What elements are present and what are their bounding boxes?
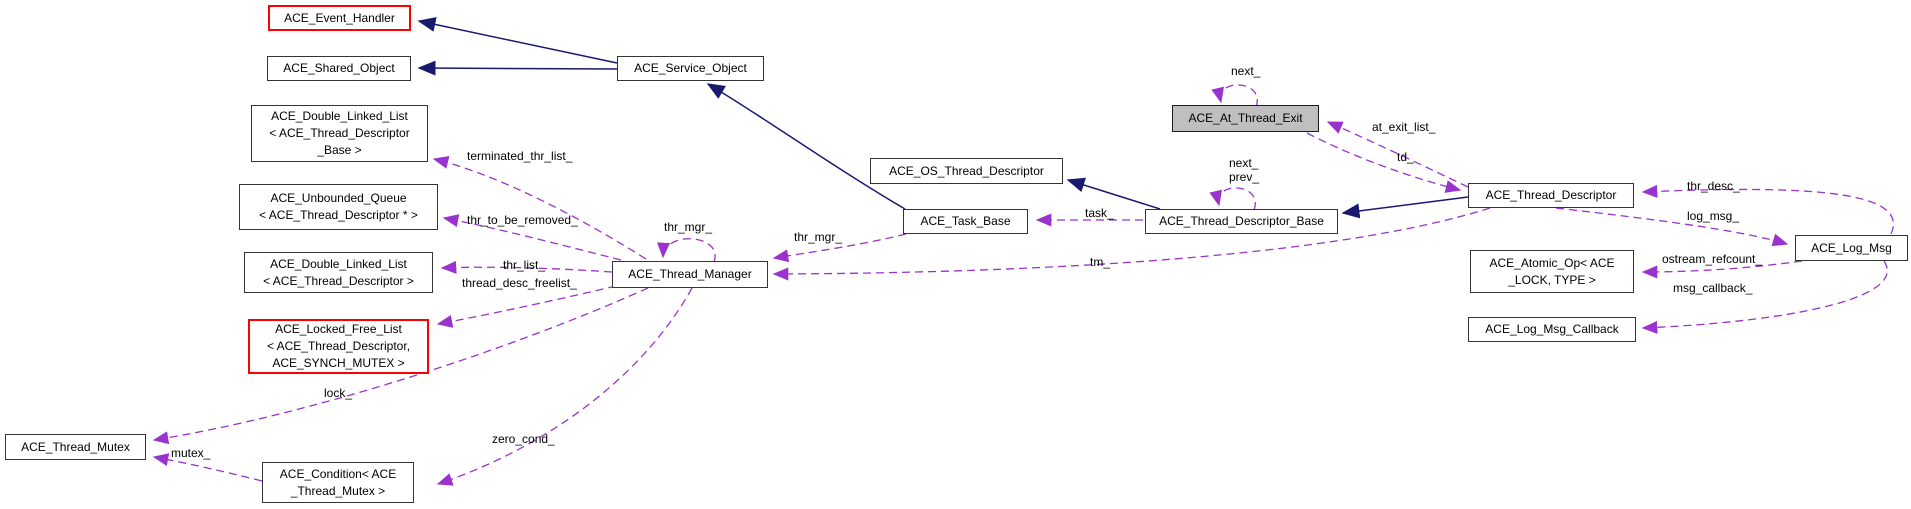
- node-label: < ACE_Thread_Descriptor * >: [259, 208, 418, 222]
- node-label: ACE_Service_Object: [634, 61, 747, 75]
- edge-thr-mgr: [772, 233, 907, 263]
- edge-label-td: td_: [1397, 150, 1414, 164]
- node-label: < ACE_Thread_Descriptor,: [266, 339, 411, 353]
- edge-label-tdbase-prev: prev_: [1229, 170, 1260, 184]
- node-ace-thread-mutex[interactable]: ACE_Thread_Mutex: [5, 434, 146, 460]
- node-label: _Base >: [317, 143, 362, 157]
- node-label: ACE_Thread_Descriptor_Base: [1159, 214, 1324, 228]
- edge-log-msg: [1555, 207, 1789, 247]
- edge-tm: [772, 207, 1491, 281]
- node-label: ACE_Thread_Manager: [628, 267, 752, 281]
- edge-label-ostream-refcount: ostream_refcount_: [1662, 252, 1763, 266]
- node-ace-thread-descriptor[interactable]: ACE_Thread_Descriptor: [1468, 183, 1634, 208]
- node-ace-unbounded-queue[interactable]: ACE_Unbounded_Queue < ACE_Thread_Descrip…: [239, 184, 438, 230]
- node-ace-at-thread-exit[interactable]: ACE_At_Thread_Exit: [1172, 105, 1319, 132]
- edge-thr-desc: [1641, 184, 1894, 235]
- edge-thr-to-be-removed: [442, 214, 622, 261]
- node-ace-shared-object[interactable]: ACE_Shared_Object: [267, 56, 411, 81]
- edge-at-exit-next-loop: [1211, 84, 1258, 108]
- edge-inherit-service-to-shared-object: [417, 60, 618, 76]
- edge-inherit-service-to-event-handler: [417, 17, 618, 64]
- node-label: ACE_Double_Linked_List: [270, 256, 407, 271]
- edge-lock: [152, 287, 649, 445]
- node-label: ACE_Log_Msg: [1811, 240, 1892, 255]
- node-label: ACE_Condition< ACE: [279, 466, 397, 481]
- edge-label-tm: tm_: [1090, 255, 1111, 269]
- node-ace-thread-descriptor-base[interactable]: ACE_Thread_Descriptor_Base: [1145, 209, 1338, 234]
- node-label: < ACE_Thread_Descriptor >: [263, 273, 414, 288]
- node-ace-log-msg[interactable]: ACE_Log_Msg: [1795, 235, 1908, 261]
- node-label: < ACE_Thread_Descriptor: [269, 126, 410, 140]
- edge-label-terminated-thr-list: terminated_thr_list_: [467, 149, 573, 163]
- node-label: ACE_At_Thread_Exit: [1188, 111, 1303, 125]
- node-label: ACE_Unbounded_Queue: [270, 191, 407, 205]
- edge-mutex: [152, 453, 263, 482]
- node-ace-task-base[interactable]: ACE_Task_Base: [903, 209, 1028, 234]
- edge-thread-desc-freelist: [436, 285, 617, 328]
- edge-label-thr-mgr-self: thr_mgr_: [664, 220, 713, 234]
- edge-label-msg-callback: msg_callback_: [1673, 281, 1753, 295]
- edge-msg-callback: [1641, 260, 1888, 334]
- edge-label-thr-mgr: thr_mgr_: [794, 230, 843, 244]
- edge-at-exit-list: [1326, 121, 1469, 188]
- node-ace-double-linked-list-tdbase[interactable]: ACE_Double_Linked_List < ACE_Thread_Desc…: [251, 105, 428, 162]
- node-ace-locked-free-list[interactable]: ACE_Locked_Free_List < ACE_Thread_Descri…: [248, 319, 429, 374]
- edge-label-thr-to-be-removed: thr_to_be_removed_: [467, 213, 578, 227]
- node-ace-log-msg-callback[interactable]: ACE_Log_Msg_Callback: [1468, 317, 1636, 342]
- node-label: ACE_OS_Thread_Descriptor: [889, 163, 1044, 178]
- edge-label-task: task_: [1085, 206, 1114, 220]
- edge-label-thr-desc: thr_desc_: [1687, 179, 1740, 193]
- node-label: _LOCK, TYPE >: [1508, 272, 1596, 287]
- node-label: ACE_Locked_Free_List: [275, 322, 402, 336]
- edge-inherit-descriptor-to-tdbase: [1341, 196, 1469, 219]
- edge-label-mutex: mutex_: [171, 446, 211, 460]
- node-ace-double-linked-list-td[interactable]: ACE_Double_Linked_List < ACE_Thread_Desc…: [244, 252, 433, 293]
- node-label: ACE_Event_Handler: [284, 10, 395, 25]
- node-label: ACE_Double_Linked_List: [271, 109, 408, 123]
- node-ace-service-object[interactable]: ACE_Service_Object: [617, 56, 764, 81]
- edge-label-thread-desc-freelist: thread_desc_freelist_: [462, 276, 577, 290]
- edge-zero-cond: [436, 287, 693, 486]
- edge-inherit-task-to-service: [706, 83, 906, 210]
- edge-terminated-thr-list: [432, 156, 647, 260]
- edge-label-at-exit-list: at_exit_list_: [1372, 120, 1436, 134]
- node-ace-condition[interactable]: ACE_Condition< ACE _Thread_Mutex >: [262, 462, 414, 503]
- node-ace-event-handler[interactable]: ACE_Event_Handler: [268, 5, 411, 31]
- node-label: ACE_Thread_Descriptor: [1485, 188, 1617, 202]
- node-label: ACE_SYNCH_MUTEX >: [272, 356, 405, 370]
- node-label: _Thread_Mutex >: [290, 483, 386, 498]
- edge-label-lock: lock_: [324, 386, 353, 400]
- node-label: ACE_Atomic_Op< ACE: [1489, 255, 1615, 270]
- node-ace-thread-manager[interactable]: ACE_Thread_Manager: [612, 261, 768, 288]
- edge-label-ate-next: next_: [1231, 64, 1261, 78]
- node-label: ACE_Log_Msg_Callback: [1485, 322, 1619, 336]
- node-ace-os-thread-descriptor[interactable]: ACE_OS_Thread_Descriptor: [870, 158, 1063, 184]
- edge-label-thr-list: thr_list_: [503, 258, 546, 272]
- edge-td: [1306, 132, 1462, 193]
- node-label: ACE_Shared_Object: [283, 61, 395, 75]
- edge-tdbase-next-prev-loop: [1209, 187, 1256, 211]
- edge-thr-mgr-self-loop: [657, 238, 716, 263]
- edge-inherit-tdbase-to-os-descriptor: [1066, 177, 1161, 210]
- edge-label-zero-cond: zero_cond_: [492, 432, 555, 446]
- node-ace-atomic-op[interactable]: ACE_Atomic_Op< ACE _LOCK, TYPE >: [1470, 250, 1634, 293]
- node-label: ACE_Task_Base: [920, 214, 1011, 228]
- edge-label-log-msg: log_msg_: [1687, 209, 1740, 223]
- node-label: ACE_Thread_Mutex: [21, 439, 130, 454]
- edge-ostream-refcount: [1641, 260, 1803, 279]
- edge-label-tdbase-next: next_: [1229, 156, 1259, 170]
